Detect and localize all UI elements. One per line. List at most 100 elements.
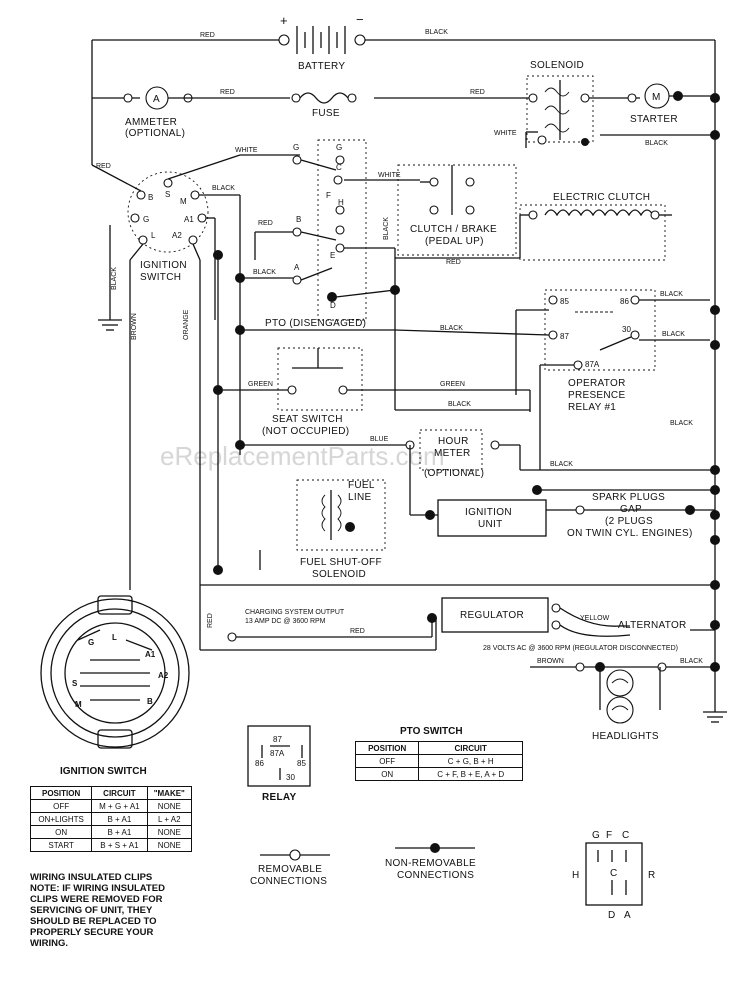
fuse-label: FUSE — [312, 108, 340, 119]
svg-text:GREEN: GREEN — [248, 381, 273, 388]
electric-clutch: ELECTRIC CLUTCH — [519, 192, 672, 261]
svg-text:(OPTIONAL): (OPTIONAL) — [424, 468, 484, 479]
svg-text:87A: 87A — [270, 749, 285, 758]
svg-text:S: S — [165, 190, 170, 199]
svg-text:87: 87 — [560, 332, 569, 341]
seat-switch-label: SEAT SWITCH — [272, 414, 343, 425]
svg-text:28 VOLTS AC @ 3600 RPM (REGULA: 28 VOLTS AC @ 3600 RPM (REGULATOR DISCON… — [483, 645, 678, 652]
svg-text:BLACK: BLACK — [383, 217, 390, 240]
svg-text:METER: METER — [434, 448, 471, 459]
svg-text:B: B — [148, 193, 153, 202]
ignition-switch: S B M G A1 L A2 IGNITION SWITCH RED WHIT… — [91, 78, 300, 650]
svg-text:BLACK: BLACK — [660, 291, 683, 298]
fuel-solenoid: FUEL LINE FUEL SHUT-OFF SOLENOID — [259, 479, 386, 580]
legend: REMOVABLE CONNECTIONS NON-REMOVABLE CONN… — [250, 843, 476, 887]
solenoid: SOLENOID RED WHITE — [374, 60, 640, 148]
ignition-unit-label: IGNITION — [465, 507, 512, 518]
svg-text:BLACK: BLACK — [550, 461, 573, 468]
svg-text:G: G — [88, 638, 94, 647]
spark-plugs: SPARK PLUGS GAP (2 PLUGS ON TWIN CYL. EN… — [567, 492, 720, 545]
svg-text:ON TWIN CYL. ENGINES): ON TWIN CYL. ENGINES) — [567, 528, 693, 539]
svg-text:BLACK: BLACK — [680, 658, 703, 665]
spark-plugs-label: SPARK PLUGS — [592, 492, 665, 503]
svg-text:M: M — [75, 700, 82, 709]
alternator: ALTERNATOR 28 VOLTS AC @ 3600 RPM (REGUL… — [483, 607, 720, 652]
note-title: WIRING INSULATED CLIPS — [30, 872, 153, 883]
svg-text:87: 87 — [273, 735, 282, 744]
hour-meter: HOUR METER (OPTIONAL) BLUE BLACK — [240, 429, 720, 479]
headlights-label: HEADLIGHTS — [592, 731, 659, 742]
non-removable-label: NON-REMOVABLE — [385, 858, 476, 869]
svg-text:BROWN: BROWN — [131, 313, 138, 340]
ammeter: A AMMETER (OPTIONAL) RED — [92, 86, 290, 139]
svg-text:30: 30 — [622, 325, 631, 334]
ignition-switch-label: IGNITION — [140, 260, 187, 271]
svg-text:RED: RED — [220, 89, 235, 96]
fuel-solenoid-label: FUEL SHUT-OFF — [300, 557, 382, 568]
clutch-brake-label: CLUTCH / BRAKE — [410, 224, 497, 235]
svg-text:UNIT: UNIT — [478, 519, 503, 530]
svg-text:H: H — [338, 198, 344, 207]
svg-text:BLACK: BLACK — [425, 29, 448, 36]
svg-text:BLACK: BLACK — [253, 269, 276, 276]
svg-text:BLACK: BLACK — [111, 267, 118, 290]
svg-text:85: 85 — [560, 297, 569, 306]
svg-text:A2: A2 — [172, 231, 182, 240]
svg-text:F: F — [606, 830, 612, 841]
svg-text:H: H — [572, 870, 580, 881]
svg-text:CONNECTIONS: CONNECTIONS — [397, 870, 474, 881]
svg-text:RELAY #1: RELAY #1 — [568, 402, 616, 413]
svg-text:86: 86 — [255, 759, 264, 768]
battery: + − BATTERY RED BLACK — [91, 12, 716, 705]
svg-text:RED: RED — [350, 628, 365, 635]
svg-text:G: G — [336, 143, 342, 152]
pto-connector-diagram: G F C C H R D A — [572, 830, 655, 921]
charging-circuit: CHARGING SYSTEM OUTPUT 13 AMP DC @ 3600 … — [200, 580, 720, 651]
svg-text:(PEDAL UP): (PEDAL UP) — [425, 236, 484, 247]
fuel-line-label: FUEL — [348, 480, 375, 491]
svg-text:RED: RED — [96, 163, 111, 170]
wiring-note: WIRING INSULATED CLIPS NOTE: IF WIRING I… — [30, 872, 165, 949]
svg-text:(OPTIONAL): (OPTIONAL) — [125, 128, 185, 139]
svg-text:RED: RED — [200, 32, 215, 39]
svg-text:WHITE: WHITE — [235, 147, 258, 154]
electric-clutch-label: ELECTRIC CLUTCH — [553, 192, 650, 203]
svg-text:−: − — [356, 12, 364, 27]
svg-text:13 AMP DC @ 3600 RPM: 13 AMP DC @ 3600 RPM — [245, 618, 326, 625]
seat-switch: SEAT SWITCH (NOT OCCUPIED) GREEN GREEN B… — [218, 347, 531, 437]
svg-text:87A: 87A — [585, 360, 600, 369]
svg-text:+: + — [280, 13, 288, 28]
svg-text:C: C — [336, 163, 342, 172]
svg-text:BLACK: BLACK — [440, 325, 463, 332]
svg-text:B: B — [296, 215, 301, 224]
svg-text:G: G — [143, 215, 149, 224]
ignition-unit: IGNITION UNIT — [409, 445, 720, 537]
svg-text:L: L — [112, 633, 117, 642]
svg-text:A: A — [624, 910, 631, 921]
regulator: REGULATOR YELLOW — [441, 597, 610, 633]
relay-label: OPERATOR — [568, 378, 626, 389]
battery-label: BATTERY — [298, 61, 345, 72]
svg-text:G: G — [592, 830, 600, 841]
pto-table-title: PTO SWITCH — [400, 726, 463, 737]
svg-text:E: E — [330, 251, 335, 260]
regulator-label: REGULATOR — [460, 610, 524, 621]
starter-label: STARTER — [630, 114, 678, 125]
svg-text:BLACK: BLACK — [662, 331, 685, 338]
svg-text:D: D — [330, 301, 336, 310]
svg-text:85: 85 — [297, 759, 306, 768]
relay-diagram: 87 87A 86 85 30 RELAY — [247, 725, 311, 803]
relay-caption: RELAY — [262, 792, 297, 803]
headlights: BROWN BLACK HEADLIGHTS — [530, 658, 727, 742]
svg-text:YELLOW: YELLOW — [580, 615, 610, 622]
svg-text:A1: A1 — [184, 215, 194, 224]
svg-text:B: B — [147, 697, 153, 706]
svg-text:C: C — [610, 868, 618, 879]
svg-text:RED: RED — [446, 259, 461, 266]
